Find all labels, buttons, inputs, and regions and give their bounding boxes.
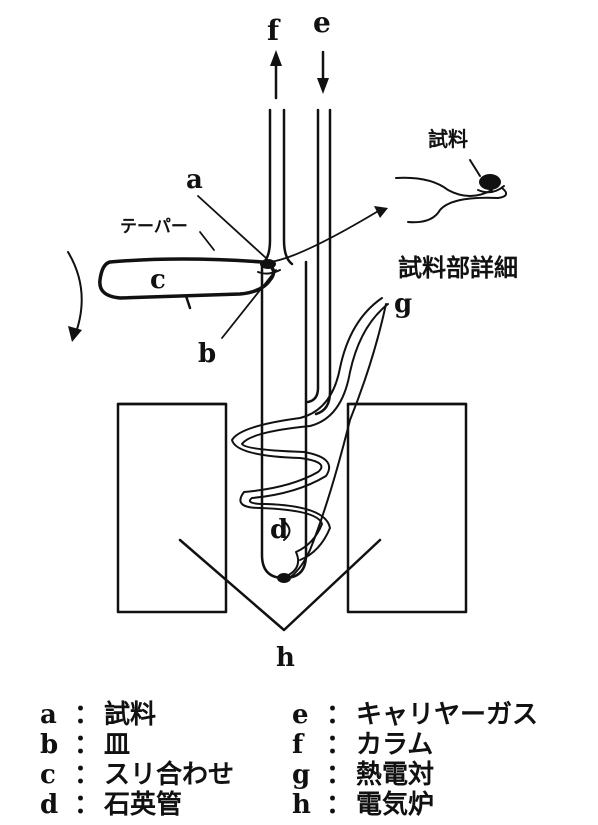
legend-item: d ：石英管	[40, 784, 182, 821]
legend-separator: ：	[73, 760, 100, 790]
label-e: e	[313, 6, 331, 39]
legend-key: d	[40, 790, 59, 820]
electric-furnace	[116, 402, 468, 632]
legend-item: g ：熱電対	[292, 754, 434, 791]
label-taper: テーパー	[120, 217, 188, 237]
label-g: g	[394, 289, 412, 319]
label-c: c	[150, 265, 166, 295]
legend-item: h ：電気炉	[292, 784, 434, 821]
label-b: b	[198, 339, 216, 369]
ground-joint	[67, 251, 276, 342]
legend-separator: ：	[73, 730, 100, 760]
legend-key: c	[40, 760, 56, 790]
legend-separator: ：	[325, 790, 352, 820]
label-a: a	[186, 165, 203, 195]
legend-text: スリ合わせ	[104, 760, 235, 790]
sample-dish	[257, 259, 281, 275]
legend-text: カラム	[356, 730, 434, 760]
legend-separator: ：	[325, 700, 352, 730]
legend-separator: ：	[73, 790, 100, 820]
legend-key: h	[292, 790, 311, 820]
column-arrow	[270, 50, 282, 100]
legend-item: c ：スリ合わせ	[40, 754, 234, 791]
legend-key: g	[292, 760, 311, 790]
label-sample-detail: 試料部詳細	[398, 254, 518, 282]
legend-item: f ：カラム	[292, 724, 433, 761]
leader-lines	[197, 195, 388, 339]
legend-item: a ：試料	[40, 694, 156, 731]
legend: a：試料 b：皿 c：スリ合わせ d：石英管 e：キャリヤーガス f：カラム g…	[0, 690, 598, 825]
legend-text: 熱電対	[356, 760, 435, 790]
thermocouple	[231, 297, 389, 583]
legend-separator: ：	[325, 730, 352, 760]
quartz-tube	[260, 108, 332, 580]
legend-text: キャリヤーガス	[356, 700, 539, 730]
label-d: d	[270, 515, 288, 545]
legend-text: 試料	[104, 700, 157, 730]
legend-item: b ：皿	[40, 724, 130, 761]
legend-separator: ：	[73, 700, 100, 730]
sample-detail-inset	[395, 159, 508, 224]
legend-text: 電気炉	[356, 790, 435, 820]
legend-text: 石英管	[104, 790, 183, 820]
label-f: f	[267, 14, 281, 47]
legend-key: b	[40, 730, 59, 760]
legend-key: f	[292, 730, 304, 760]
label-sample-callout: 試料	[428, 127, 468, 151]
carrier-gas-arrow	[317, 50, 329, 94]
label-h: h	[276, 643, 295, 673]
legend-separator: ：	[325, 760, 352, 790]
legend-text: 皿	[104, 730, 131, 760]
legend-key: e	[292, 700, 309, 730]
legend-item: e ：キャリヤーガス	[292, 694, 538, 731]
legend-key: a	[40, 700, 57, 730]
